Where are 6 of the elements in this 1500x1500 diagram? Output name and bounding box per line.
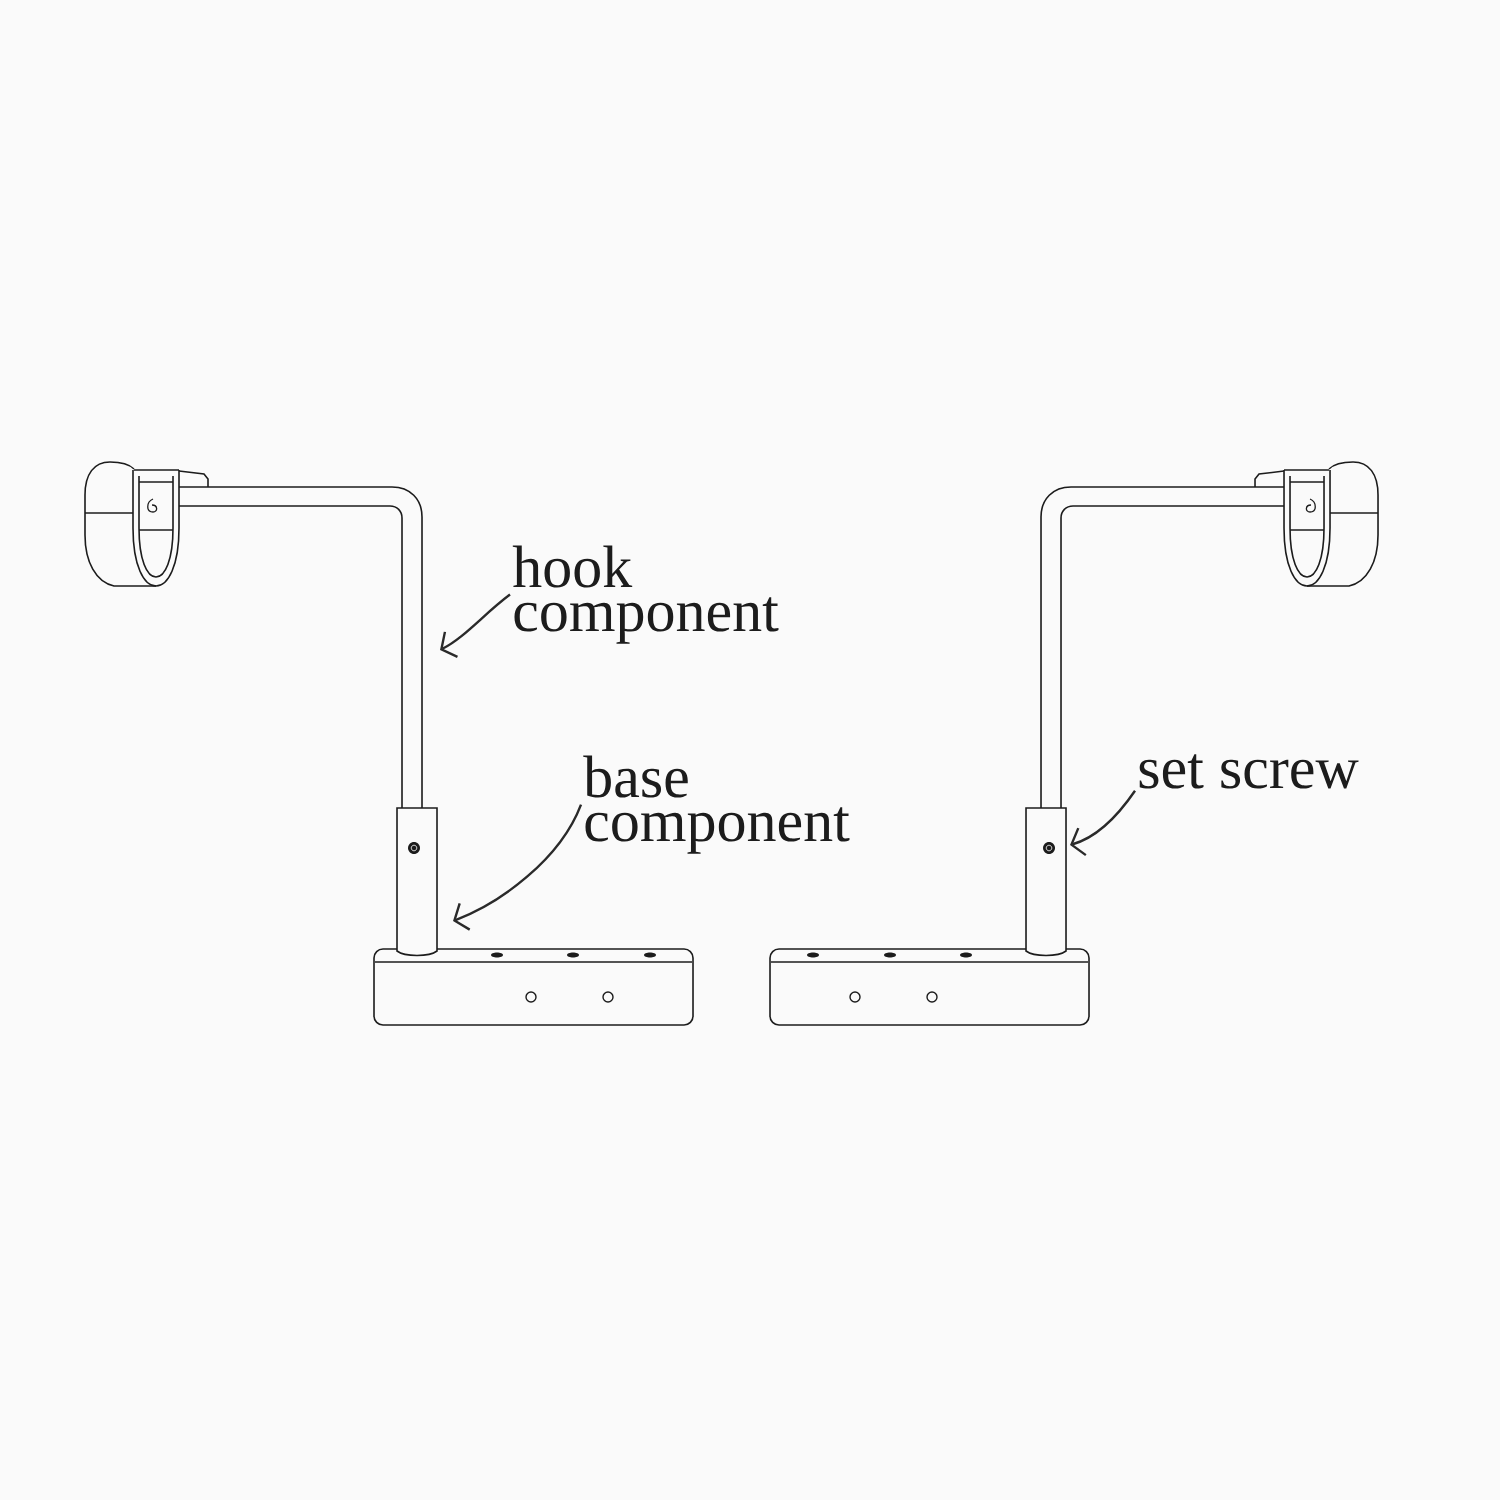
- leader-arrow: [440, 593, 511, 658]
- leader-arrow: [453, 804, 583, 931]
- part-label: set screw: [1139, 754, 1359, 789]
- leader-arrow: [1070, 790, 1136, 857]
- part-label: hook component: [512, 545, 779, 644]
- part-label: base component: [583, 755, 850, 854]
